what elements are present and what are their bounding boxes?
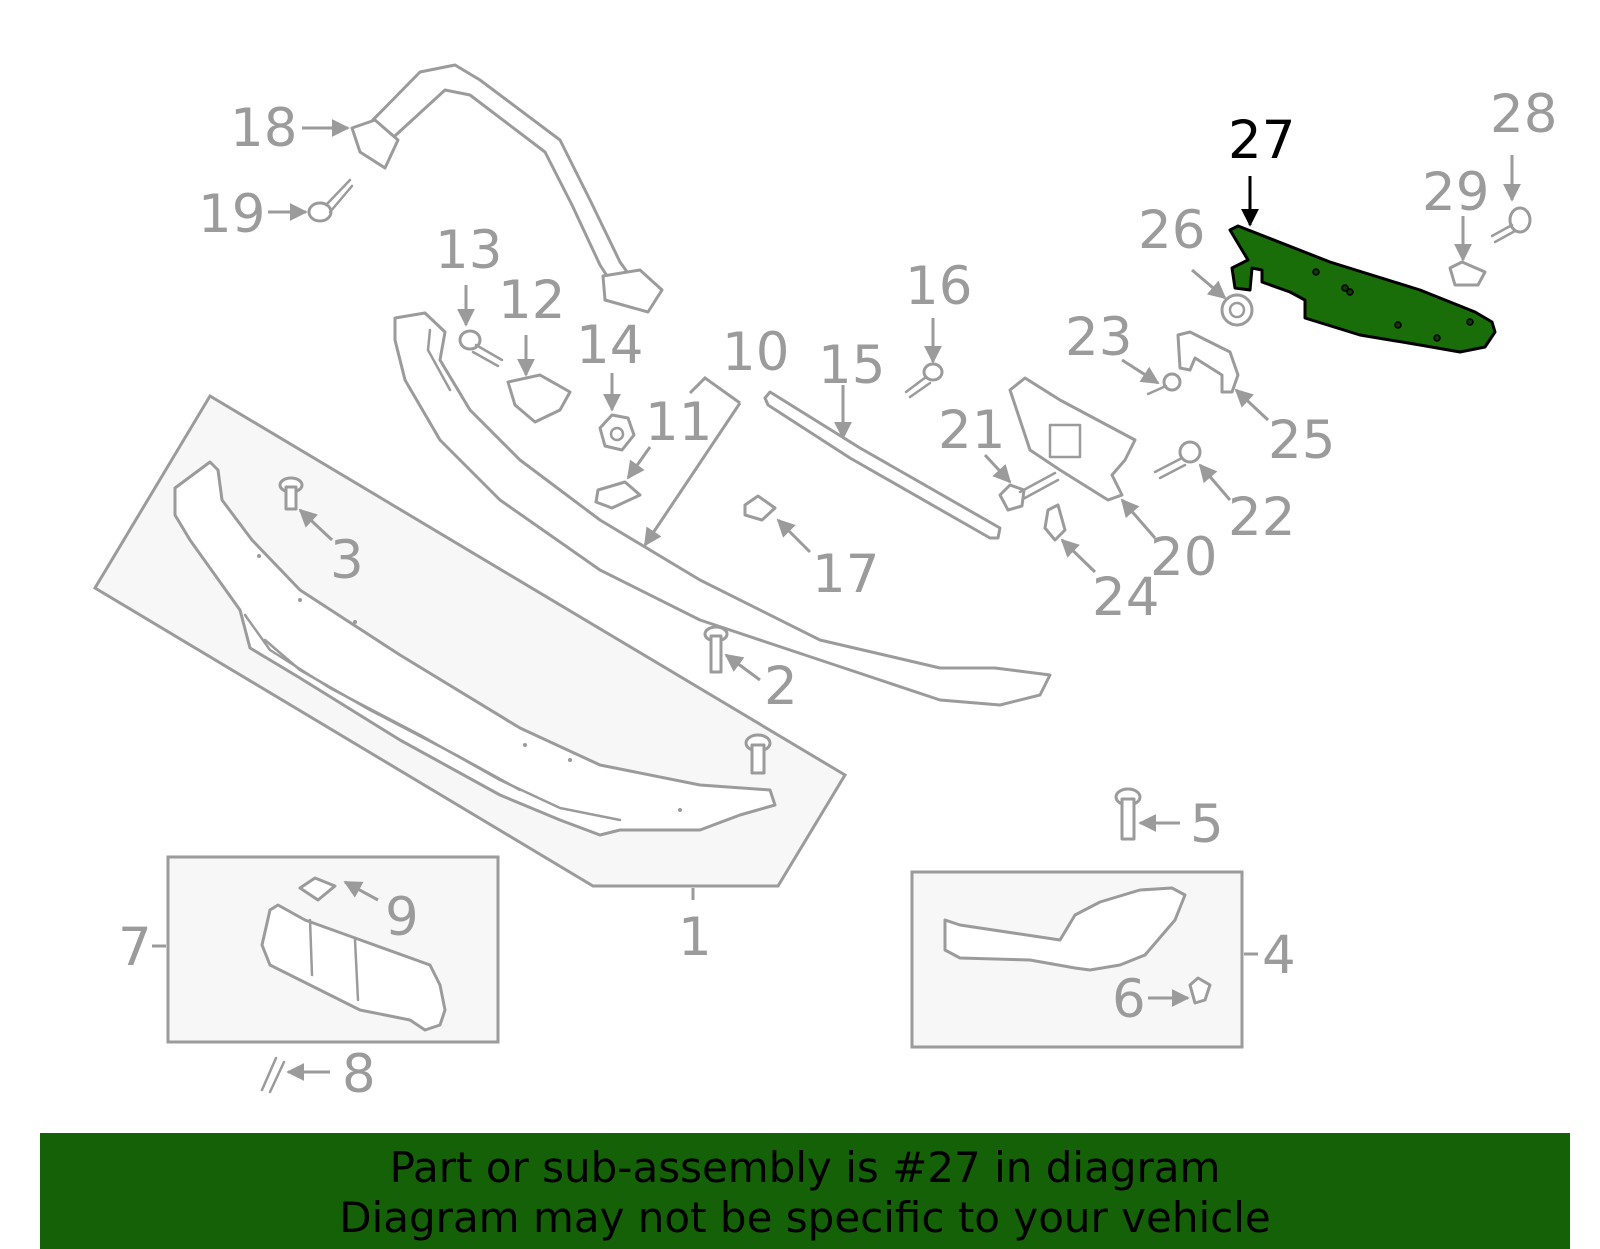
callout-29: 29 <box>1422 162 1489 223</box>
part-1-group <box>92 393 848 900</box>
banner-line-part: Part or sub-assembly is #27 in diagram <box>389 1143 1221 1192</box>
part-20-bracket <box>1008 376 1157 539</box>
banner-line-disclaimer: Diagram may not be specific to your vehi… <box>339 1193 1271 1242</box>
callout-22: 22 <box>1228 487 1295 548</box>
callout-13: 13 <box>435 220 502 281</box>
callout-15: 15 <box>818 335 885 396</box>
callout-1: 1 <box>678 907 712 968</box>
part-25-bracket <box>1176 330 1270 422</box>
part-2-bolt <box>703 625 729 674</box>
part-15-strip <box>763 385 1002 540</box>
callout-19: 19 <box>198 184 265 245</box>
part-26-nut <box>1191 268 1254 327</box>
callout-12: 12 <box>498 270 565 331</box>
part-7-group <box>152 855 500 1044</box>
part-27-highlighted <box>1228 176 1497 354</box>
callout-4: 4 <box>1262 925 1296 986</box>
callout-17: 17 <box>812 544 879 605</box>
part-12-bracket <box>506 335 572 424</box>
part-1-box <box>92 393 848 888</box>
part-22-bolt <box>1153 440 1232 501</box>
part-11-clip <box>594 446 652 510</box>
part-10-cover <box>393 311 1052 707</box>
callout-5: 5 <box>1190 794 1224 855</box>
part-29-clip <box>1448 216 1487 287</box>
part-14-nut <box>598 373 636 452</box>
callout-6: 6 <box>1112 969 1146 1030</box>
part-21-bolt <box>983 453 1060 512</box>
part-16-bolt <box>904 318 944 399</box>
callout-27: 27 <box>1228 110 1295 171</box>
part-5-bolt <box>1114 787 1180 841</box>
callout-10: 10 <box>722 322 789 383</box>
callout-2: 2 <box>764 656 798 717</box>
callout-25: 25 <box>1268 410 1335 471</box>
callout-24: 24 <box>1092 567 1159 628</box>
notice-banner: Part or sub-assembly is #27 in diagram D… <box>40 1133 1570 1249</box>
callout-26: 26 <box>1138 200 1205 261</box>
part-17-clip <box>743 494 812 554</box>
callout-21: 21 <box>938 400 1005 461</box>
callout-11: 11 <box>645 392 712 453</box>
part-24-clip <box>1043 503 1097 574</box>
part-19-bolt <box>268 178 354 223</box>
part-18-tube <box>302 63 664 314</box>
callout-23: 23 <box>1065 307 1132 368</box>
part-13-bolt <box>457 285 504 368</box>
part-3-bolt <box>278 476 304 511</box>
callout-14: 14 <box>576 315 643 376</box>
callout-28: 28 <box>1490 84 1557 145</box>
callout-20: 20 <box>1150 527 1217 588</box>
part-4-group <box>910 870 1258 1049</box>
part-28-bolt <box>1490 155 1532 244</box>
callout-labels: 1 2 3 4 5 6 7 8 9 10 11 12 13 14 15 16 1… <box>118 84 1557 1105</box>
part-8-pin <box>260 1056 330 1094</box>
part-23-bolt <box>1121 358 1182 396</box>
part-1-reinforcement <box>173 460 777 837</box>
callout-18: 18 <box>230 98 297 159</box>
callout-7: 7 <box>118 917 152 978</box>
callout-16: 16 <box>905 256 972 317</box>
callout-8: 8 <box>342 1044 376 1105</box>
callout-3: 3 <box>330 530 364 591</box>
bolt-lower <box>744 733 772 775</box>
callout-9: 9 <box>385 887 419 948</box>
